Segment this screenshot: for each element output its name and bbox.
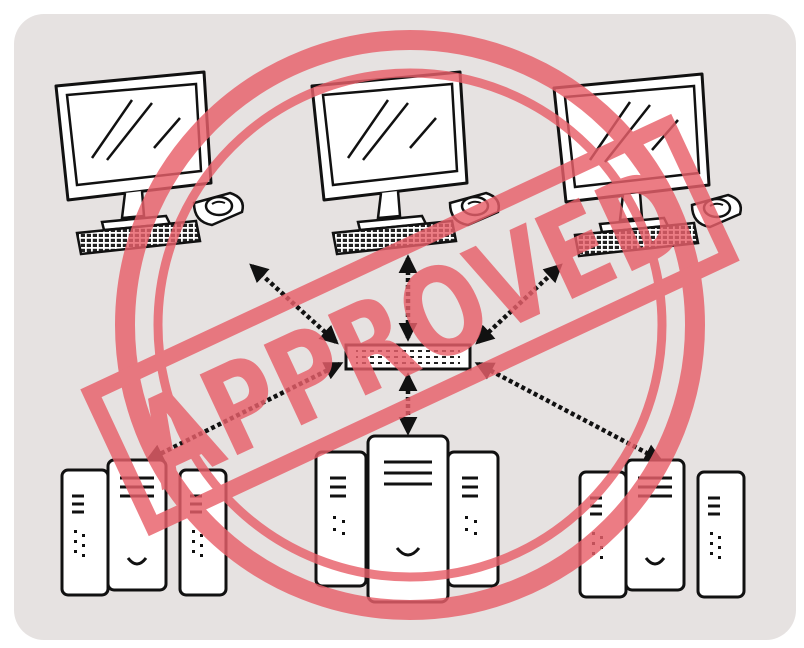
- server-tower-icon: [696, 470, 746, 599]
- connection-left-servers: [144, 361, 344, 463]
- server-tower-icon: [60, 468, 110, 597]
- network-switch-icon: [344, 343, 472, 371]
- server-cluster-center: [314, 434, 500, 604]
- connection-right-workstation: [475, 263, 563, 345]
